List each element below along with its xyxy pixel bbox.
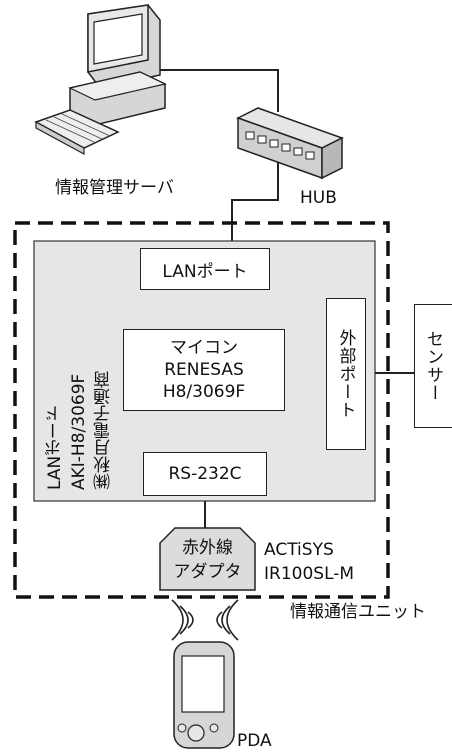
- ir-adapter-shape: [159, 527, 256, 591]
- wireless-icon: [171, 599, 239, 641]
- actisys-label-2: IR100SL-M: [264, 564, 355, 584]
- ir-adapter-label: 赤外線 アダプタ: [160, 536, 255, 584]
- mcu-label-1: マイコン: [170, 338, 238, 358]
- actisys-label-1: ACTiSYS: [264, 540, 334, 560]
- pda-label: PDA: [237, 731, 272, 751]
- ir-label-1: 赤外線: [182, 538, 233, 558]
- mcu-label-3: H8/3069F: [162, 382, 246, 402]
- lan-port-box: LANポート: [140, 248, 270, 290]
- unit-boundary: [13, 221, 390, 599]
- board-label-2: AKI-H8/3069F: [69, 373, 89, 490]
- mcu-label-2: RENESAS: [164, 360, 244, 380]
- hub-lan-cable: [231, 162, 279, 248]
- board-label: ㈱秋月電子通商 AKI-H8/3069F LANボード: [42, 300, 116, 490]
- external-port-box: 外部ポート: [326, 298, 366, 450]
- pda-icon: [173, 641, 235, 749]
- hub-icon: [236, 107, 344, 180]
- actisys-label: ACTiSYS IR100SL-M: [264, 538, 354, 586]
- server-label: 情報管理サーバ: [55, 178, 174, 198]
- sensor-box: センサー: [414, 304, 452, 428]
- external-port-label: 外部ポート: [335, 329, 356, 419]
- rs232c-box: RS-232C: [143, 452, 267, 496]
- lan-port-label: LANポート: [162, 261, 248, 282]
- unit-label: 情報通信ユニット: [290, 602, 426, 622]
- rs232c-label: RS-232C: [168, 464, 242, 484]
- server-hub-cable: [148, 69, 279, 112]
- mcu-box: マイコン RENESAS H8/3069F: [123, 329, 285, 411]
- computer-icon: [34, 4, 167, 156]
- hub-label: HUB: [300, 188, 337, 208]
- board-label-1: ㈱秋月電子通商: [94, 371, 114, 490]
- sensor-label: センサー: [423, 330, 443, 402]
- board-label-3: LANボード: [45, 404, 65, 490]
- ir-label-2: アダプタ: [173, 562, 242, 582]
